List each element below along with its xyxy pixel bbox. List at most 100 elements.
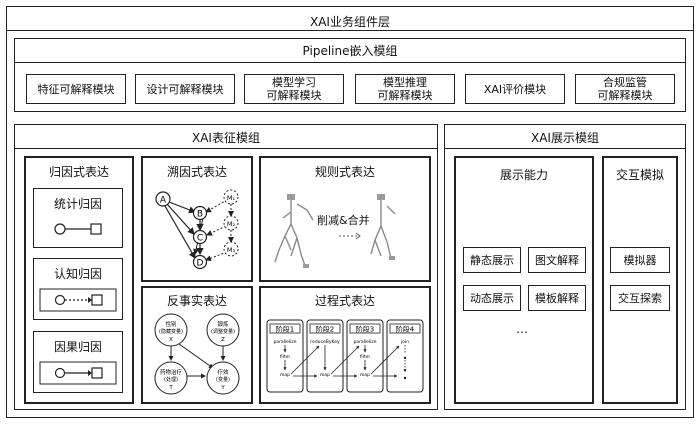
pipeline-module-design[interactable]: 设计可解释模块 bbox=[135, 74, 235, 104]
representation-title: XAI表征模组 bbox=[192, 131, 260, 145]
causal-panel: 溯因式表达 A B C D bbox=[141, 156, 253, 282]
template-explain-button[interactable]: 模板解释 bbox=[528, 285, 586, 311]
module-label: 设计可解释模块 bbox=[146, 82, 224, 96]
attribution-title: 归因式表达 bbox=[48, 165, 109, 179]
causal-node-label: M₃ bbox=[227, 246, 236, 254]
counterfactual-panel: 反事实表达 性别 (隐藏变量) X 锻炼 (调整变量) Z 药物治疗 (处理) … bbox=[141, 286, 253, 404]
stage-op: join bbox=[400, 339, 409, 345]
static-display-button[interactable]: 静态展示 bbox=[463, 247, 521, 273]
cf-node-line2: (变量) bbox=[216, 376, 230, 383]
display-ability-title: 展示能力 bbox=[499, 168, 548, 182]
display-ability-label: 动态展示 bbox=[470, 291, 514, 305]
more-ellipsis: … bbox=[516, 322, 528, 336]
title-divider bbox=[6, 30, 694, 31]
attribution-item-label: 因果归因 bbox=[53, 340, 102, 354]
process-stage-2: 阶段2 reduceByKey map bbox=[306, 319, 344, 393]
display-divider bbox=[444, 148, 686, 149]
pipeline-module-compliance[interactable]: 合规监管 可解释模块 bbox=[575, 74, 675, 104]
dynamic-display-button[interactable]: 动态展示 bbox=[463, 285, 521, 311]
display-title: XAI展示模组 bbox=[531, 131, 599, 145]
causal-node-label: C bbox=[197, 234, 203, 244]
cf-node-line2: (隐藏变量) bbox=[159, 328, 183, 335]
cf-node-line1: 疗效 bbox=[217, 368, 229, 376]
process-title: 过程式表达 bbox=[314, 294, 375, 308]
attribution-cognitive[interactable]: 认知归因 bbox=[33, 258, 123, 320]
module-label: XAI评价模块 bbox=[483, 82, 547, 96]
causal-graph: A B C D M₁ M₂ M₃ bbox=[155, 189, 239, 270]
cf-node-line2: (调整变量) bbox=[211, 328, 235, 335]
module-label-line2: 可解释模块 bbox=[266, 89, 322, 102]
interaction-label: 模拟器 bbox=[623, 253, 657, 267]
causal-node-m1: M₁ bbox=[223, 189, 239, 205]
representation-divider bbox=[14, 148, 438, 149]
stage-label: 阶段1 bbox=[276, 325, 294, 334]
causal-node-a: A bbox=[155, 191, 171, 207]
cf-node-line1: 性别 bbox=[165, 320, 176, 328]
stage-label: 阶段4 bbox=[396, 325, 415, 334]
pipeline-module-evaluation[interactable]: XAI评价模块 bbox=[465, 74, 565, 104]
attribution-causal[interactable]: 因果归因 bbox=[33, 331, 123, 393]
pipeline-module: Pipeline嵌入模组 bbox=[14, 38, 686, 112]
process-panel: 过程式表达 阶段1 parallelize filter map 阶段2 red… bbox=[259, 286, 431, 404]
attribution-item-label: 统计归因 bbox=[53, 197, 102, 211]
text-image-explain-button[interactable]: 图文解释 bbox=[528, 247, 586, 273]
counterfactual-node-y: 疗效 (变量) Y bbox=[206, 361, 240, 395]
cf-node-line2: (处理) bbox=[164, 376, 178, 383]
process-stage-3: 阶段3 parallelize filter map bbox=[346, 319, 384, 393]
display-ability-label: 图文解释 bbox=[535, 253, 579, 267]
stage-op: parallelize bbox=[353, 339, 376, 345]
cognitive-link-icon bbox=[39, 288, 117, 312]
causal-node-label: M₂ bbox=[227, 220, 236, 228]
causal-node-label: D bbox=[197, 259, 204, 269]
pipeline-module-learning[interactable]: 模型学习 可解释模块 bbox=[244, 74, 344, 104]
cf-node-line3: T bbox=[168, 385, 173, 391]
cf-node-line3: Z bbox=[221, 337, 225, 343]
rule-tree-illustration bbox=[274, 194, 396, 268]
display-ability-label: 静态展示 bbox=[470, 253, 514, 267]
business-layer-title: XAI业务组件层 bbox=[310, 15, 390, 29]
rule-title: 规则式表达 bbox=[314, 165, 375, 179]
process-stage-4: 阶段4 join bbox=[386, 319, 424, 393]
stage-op: map bbox=[280, 373, 290, 378]
interactive-explore-button[interactable]: 交互探索 bbox=[610, 285, 670, 311]
cf-node-line3: X bbox=[169, 337, 173, 343]
process-pipeline: 阶段1 parallelize filter map 阶段2 reduceByK… bbox=[266, 319, 424, 393]
causal-node-d: D bbox=[192, 254, 208, 270]
causal-link-icon bbox=[39, 361, 117, 385]
rule-panel: 规则式表达 削减&合并 bbox=[259, 156, 431, 282]
stage-op: parallelize bbox=[273, 339, 296, 345]
module-label-line2: 可解释模块 bbox=[377, 89, 433, 102]
module-label-line1: 模型学习 bbox=[272, 76, 316, 89]
statistical-link-icon bbox=[54, 223, 102, 235]
simulator-button[interactable]: 模拟器 bbox=[610, 247, 670, 273]
causal-node-m3: M₃ bbox=[223, 241, 239, 257]
counterfactual-node-z: 锻炼 (调整变量) Z bbox=[206, 313, 240, 347]
counterfactual-node-x: 性别 (隐藏变量) X bbox=[154, 313, 188, 347]
cf-node-line1: 锻炼 bbox=[217, 320, 229, 328]
stage-op: filter bbox=[280, 354, 291, 360]
attribution-statistical[interactable]: 统计归因 bbox=[33, 188, 123, 248]
rule-caption: 削减&合并 bbox=[315, 212, 372, 228]
counterfactual-title: 反事实表达 bbox=[166, 294, 227, 308]
display-ability-label: 模板解释 bbox=[535, 291, 579, 305]
module-label-line2: 可解释模块 bbox=[597, 89, 653, 102]
stage-label: 阶段2 bbox=[316, 325, 334, 334]
pipeline-module-inference[interactable]: 模型推理 可解释模块 bbox=[355, 74, 455, 104]
process-stage-1: 阶段1 parallelize filter map bbox=[266, 319, 304, 393]
pipeline-title: Pipeline嵌入模组 bbox=[302, 44, 398, 58]
stage-op: reduceByKey bbox=[310, 339, 340, 345]
module-label: 特征可解释模块 bbox=[37, 82, 115, 96]
pipeline-module-feature[interactable]: 特征可解释模块 bbox=[26, 74, 126, 104]
causal-node-label: B bbox=[197, 210, 203, 220]
cf-node-line3: Y bbox=[220, 385, 225, 391]
causal-node-label: M₁ bbox=[227, 194, 236, 202]
interaction-panel: 交互模拟 bbox=[602, 156, 678, 404]
causal-node-m2: M₂ bbox=[223, 215, 239, 231]
causal-title: 溯因式表达 bbox=[166, 165, 227, 179]
display-ability-panel: 展示能力 bbox=[454, 156, 594, 404]
counterfactual-node-t: 药物治疗 (处理) T bbox=[154, 361, 188, 395]
causal-node-b: B bbox=[192, 205, 208, 221]
pipeline-divider bbox=[14, 62, 686, 63]
interaction-label: 交互探索 bbox=[618, 291, 662, 305]
stage-op: map bbox=[320, 373, 330, 378]
